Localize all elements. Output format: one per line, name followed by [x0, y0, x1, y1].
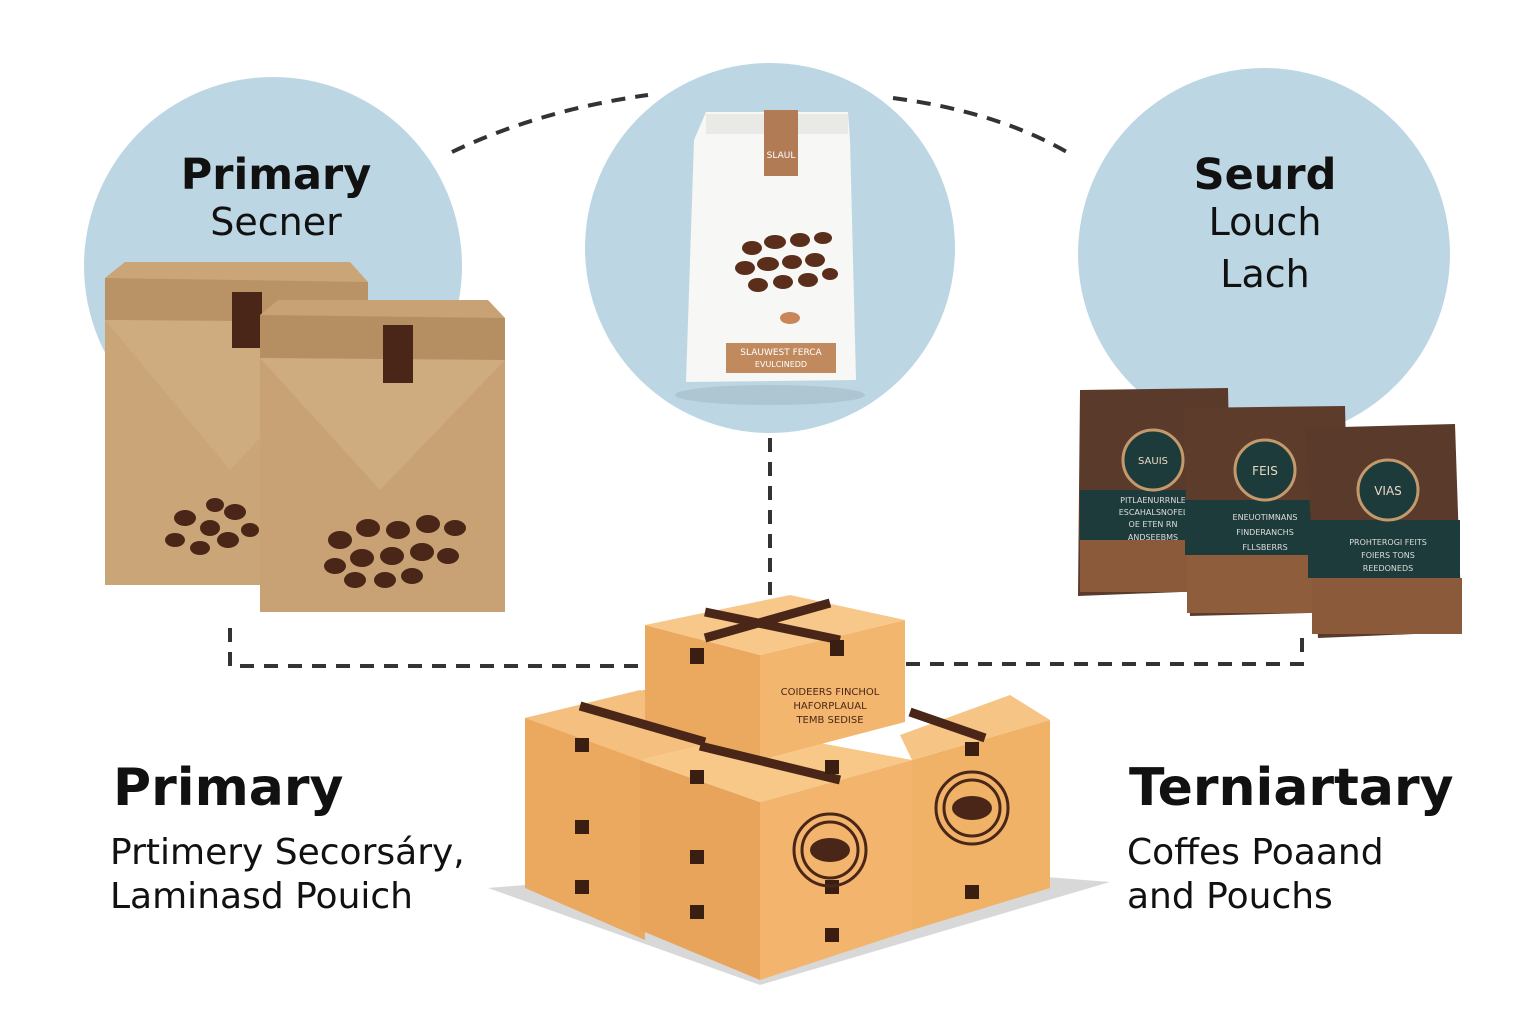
svg-text:PROHTEROGI FEITS: PROHTEROGI FEITS [1349, 538, 1427, 547]
top-right-title: Seurd [1193, 150, 1337, 200]
laminated-pouch-3: VIAS PROHTEROGI FEITS FOIERS TONS REEDON… [1305, 424, 1462, 638]
bottom-right-line1: Coffes Poaand [1127, 832, 1384, 873]
bag-top-label [764, 110, 798, 176]
connector-lines [228, 93, 1304, 668]
svg-text:PITLAENURRNLE: PITLAENURRNLE [1120, 496, 1186, 505]
bottom-left-line2: Laminasd Pouich [110, 876, 413, 917]
top-right-line2: Lach [1220, 252, 1310, 296]
svg-text:SLAUWEST FERCA: SLAUWEST FERCA [740, 348, 822, 358]
svg-text:VIAS: VIAS [1374, 484, 1402, 498]
bag-seal [383, 325, 413, 383]
connector-right-elbow [905, 638, 1304, 666]
connector-left-arc [451, 93, 649, 154]
white-coffee-bag: SLAUL SLAUWEST FERCA EVULCINEDD [675, 110, 865, 405]
bottom-right-line2: and Pouchs [1127, 876, 1333, 917]
svg-text:REEDONEDS: REEDONEDS [1363, 564, 1413, 573]
bag-seal [232, 292, 262, 348]
connector-right-arc [892, 96, 1074, 157]
bottom-left-line1: Prtimery Secorsáry, [110, 832, 465, 873]
svg-text:EVULCINEDD: EVULCINEDD [755, 360, 807, 369]
bottom-left-title: Primary [113, 758, 344, 818]
bag-band [726, 343, 836, 373]
svg-text:ESCAHALSNOFEL: ESCAHALSNOFEL [1119, 508, 1188, 517]
top-right-line1: Louch [1208, 200, 1322, 244]
connector-left-elbow [228, 628, 648, 668]
box-stack: COIDEERS FINCHOL HAFORPLAUAL TEMB SEDISE [488, 595, 1110, 985]
svg-text:FLLSBERRS: FLLSBERRS [1242, 543, 1287, 552]
bottom-right-title: Terniartary [1129, 758, 1454, 818]
svg-text:COIDEERS FINCHOL: COIDEERS FINCHOL [781, 687, 880, 698]
svg-text:FINDERANCHS: FINDERANCHS [1236, 528, 1294, 537]
svg-text:FOIERS TONS: FOIERS TONS [1361, 551, 1415, 560]
svg-text:ENEUOTIMNANS: ENEUOTIMNANS [1233, 513, 1298, 522]
svg-text:OE ETEN RN: OE ETEN RN [1129, 520, 1178, 529]
svg-text:FEIS: FEIS [1252, 464, 1278, 478]
svg-text:ANDSEEBMS: ANDSEEBMS [1128, 533, 1178, 542]
kraft-bag-front [260, 300, 505, 612]
svg-text:SAUIS: SAUIS [1138, 456, 1168, 467]
svg-text:HAFORPLAUAL: HAFORPLAUAL [793, 701, 867, 712]
top-right-circle [1078, 68, 1450, 440]
svg-text:SLAUL: SLAUL [767, 151, 796, 161]
top-left-subtitle: Secner [210, 200, 342, 244]
top-left-title: Primary [180, 150, 372, 200]
svg-text:TEMB SEDISE: TEMB SEDISE [795, 715, 863, 726]
